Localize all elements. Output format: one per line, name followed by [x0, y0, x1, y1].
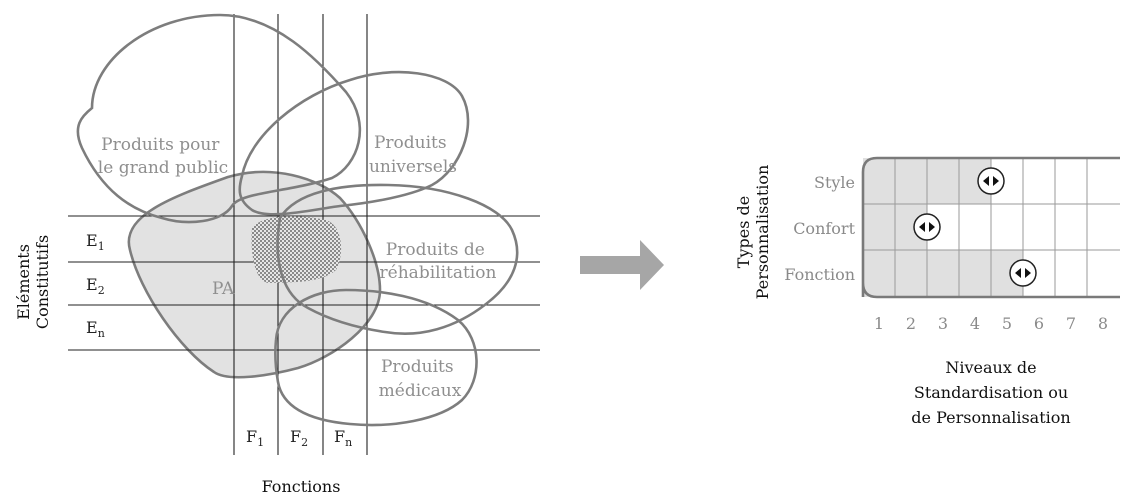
label-pa: PA — [212, 279, 235, 299]
left-diagram: Produits pour le grand public Produits u… — [14, 13, 540, 496]
pa-region — [127, 170, 382, 379]
transition-arrow — [580, 240, 664, 290]
left-right-arrows-icon — [919, 222, 935, 232]
sliders — [913, 167, 1037, 287]
label-grand-public: Produits pour le grand public — [98, 135, 228, 178]
row-label-style: Style — [814, 173, 855, 192]
blob-universels — [238, 70, 470, 216]
blob-grand-public — [76, 13, 362, 224]
level-tick-8: 8 — [1098, 314, 1108, 333]
core-intersection — [251, 216, 342, 283]
col-label-fn: Fn — [334, 427, 352, 449]
label-universels: Produits universels — [369, 133, 457, 177]
level-ticks: 1 2 3 4 5 6 7 8 — [874, 314, 1108, 333]
right-arrow-icon — [580, 240, 664, 290]
slider-handle-confort[interactable] — [913, 213, 941, 241]
row-label-e2: E2 — [86, 275, 105, 297]
y-axis-title-left-2: Constitutifs — [33, 235, 52, 329]
col-label-f2: F2 — [290, 427, 308, 449]
slider-handle-fonction[interactable] — [1009, 259, 1037, 287]
row-label-confort: Confort — [793, 219, 855, 238]
y-axis-title-right: Types de — [734, 196, 753, 268]
level-tick-4: 4 — [970, 314, 980, 333]
slider-handle-style[interactable] — [977, 167, 1005, 195]
level-tick-3: 3 — [938, 314, 948, 333]
left-right-arrows-icon — [1015, 268, 1031, 278]
blob-medicaux — [274, 288, 478, 427]
level-bar-fonction — [863, 250, 1023, 297]
label-rehabilitation: Produits de réhabilitation — [380, 240, 497, 283]
x-axis-title-right: Niveaux de — [945, 358, 1036, 377]
right-chart: Style Confort Fonction 1 2 3 4 5 6 7 8 Types de… — [734, 156, 1120, 427]
col-label-f1: F1 — [246, 427, 264, 449]
level-tick-2: 2 — [906, 314, 916, 333]
level-tick-1: 1 — [874, 314, 884, 333]
label-medicaux: Produits médicaux — [379, 357, 462, 401]
chart-frame — [861, 156, 1120, 299]
blob-rehabilitation — [276, 183, 519, 335]
level-tick-7: 7 — [1066, 314, 1076, 333]
level-tick-6: 6 — [1034, 314, 1044, 333]
row-label-e1: E1 — [86, 231, 105, 253]
left-right-arrows-icon — [983, 176, 999, 186]
x-axis-title-left: Fonctions — [262, 477, 341, 496]
row-label-fonction: Fonction — [784, 265, 855, 284]
y-axis-title-left: Eléments — [14, 244, 33, 320]
x-axis-title-right-3: de Personnalisation — [911, 408, 1070, 427]
level-tick-5: 5 — [1002, 314, 1012, 333]
x-axis-title-right-2: Standardisation ou — [914, 383, 1068, 402]
y-axis-title-right-2: Personnalisation — [753, 165, 772, 300]
row-label-en: En — [86, 318, 105, 340]
